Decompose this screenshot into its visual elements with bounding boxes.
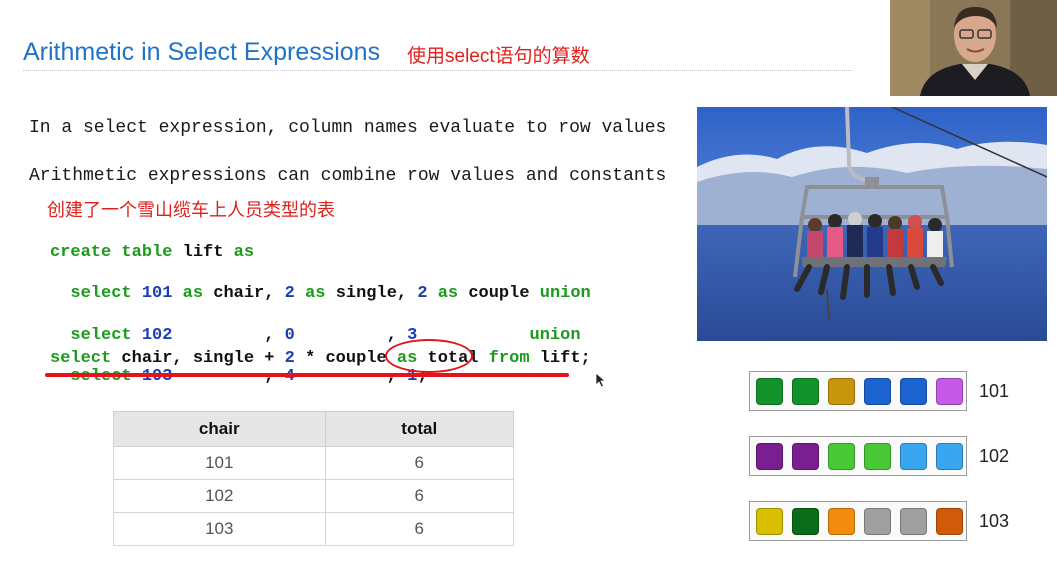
slide-title: Arithmetic in Select Expressions [23,38,381,66]
table-row: 101 6 [113,446,514,480]
seat-box [864,507,891,535]
chair-label: 103 [979,511,1010,531]
chair-102-seats [749,436,967,476]
paragraph-arithmetic: Arithmetic expressions can combine row v… [29,166,667,186]
code-text: lift; [539,349,591,368]
code-keyword: select [70,325,132,345]
code-line-2: select 101 as chair, 2 as single, 2 as c… [50,284,591,305]
chair-101-seats [749,371,967,411]
table-row: 102 6 [113,479,514,513]
code-keyword: as [305,284,326,304]
code-keyword: create [50,242,112,262]
seat-box [828,507,855,535]
code-number: 2 [284,284,295,304]
seat-box [936,507,963,535]
seat-box [936,377,963,405]
table-cell: 6 [324,512,514,546]
table-cell: 103 [113,512,326,546]
mouse-cursor-icon [595,372,607,388]
seat-box [900,442,927,470]
create-table-code: create table lift as select 101 as chair… [50,222,591,408]
table-cell: 102 [113,479,326,513]
code-keyword: table [121,242,173,262]
code-number: 102 [141,325,173,345]
table-row: 103 6 [113,512,514,546]
code-number: 3 [407,325,418,345]
code-keyword: as [233,242,255,262]
annotation-circle [385,339,473,373]
result-table: chair total 101 6 102 6 103 6 [113,411,514,546]
code-text: couple [468,284,530,304]
presenter-image [890,0,1057,96]
code-number: 2 [284,349,295,368]
table-cell: 6 [324,479,514,513]
code-line-3: select 102 , 0 , 3 union [50,326,591,347]
code-number: 0 [284,325,295,345]
seat-box [900,377,927,405]
seat-box [792,377,819,405]
seat-box [828,442,855,470]
seat-box [756,442,783,470]
presenter-webcam [890,0,1057,96]
column-header-chair: chair [113,411,326,447]
column-header-total: total [324,411,514,447]
annotation-underline [45,373,569,377]
ski-lift-photo [697,107,1047,341]
code-text: chair, [213,284,275,304]
seat-box [828,377,855,405]
seat-box [792,507,819,535]
code-line-1: create table lift as [50,243,591,264]
code-keyword: as [182,284,204,304]
seat-box [792,442,819,470]
code-number: 2 [417,284,428,304]
ski-lift-image [697,107,1047,341]
title-divider [23,70,853,71]
chair-label: 102 [979,446,1010,466]
chair-103-seats [749,501,967,541]
seat-box [756,507,783,535]
table-cell: 101 [113,446,326,480]
seat-box [864,377,891,405]
code-text: * couple [305,349,387,368]
code-table-name: lift [182,242,224,262]
code-number: 101 [141,284,173,304]
code-keyword: select [70,284,132,304]
code-keyword: select [50,349,112,368]
table-header-row: chair total [113,411,514,447]
annotation-cn: 创建了一个雪山缆车上人员类型的表 [47,200,335,220]
code-text: , [264,325,275,345]
code-text: , [386,325,397,345]
seat-box [900,507,927,535]
code-text: single, [335,284,408,304]
paragraph-column-names: In a select expression, column names eva… [29,118,667,138]
slide-subtitle-cn: 使用select语句的算数 [407,46,590,67]
seat-box [756,377,783,405]
select-query-code: select chair, single + 2 * couple as tot… [50,349,591,370]
chair-label: 101 [979,381,1010,401]
code-keyword: as [437,284,459,304]
seat-box [936,442,963,470]
seat-box [864,442,891,470]
table-cell: 6 [324,446,514,480]
code-keyword: union [539,284,591,304]
code-text: chair, single + [121,349,275,368]
code-keyword: from [488,349,530,368]
code-line-4: select 103 , 4 , 1; [50,367,591,388]
code-keyword: union [529,325,581,345]
